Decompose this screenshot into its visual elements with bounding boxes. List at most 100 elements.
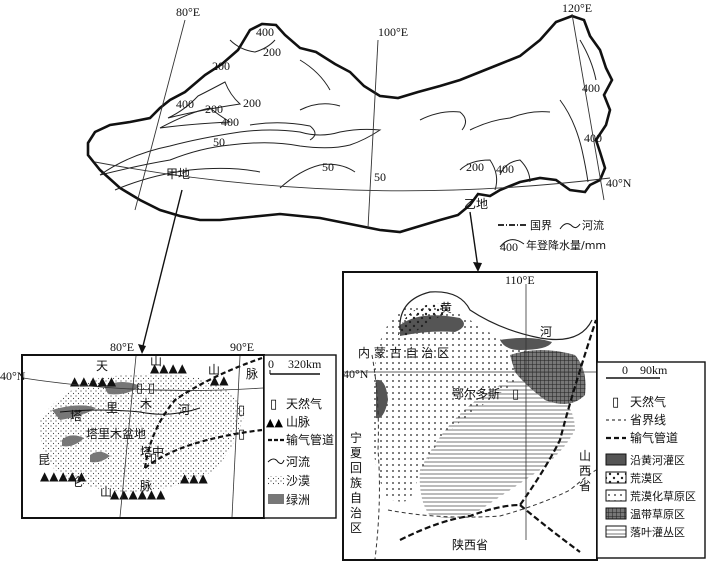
svg-text:年登降水量/mm: 年登降水量/mm [526,238,606,252]
label-100e: 100°E [378,25,408,39]
svg-text:内 蒙 古 自 治 区: 内 蒙 古 自 治 区 [358,345,449,360]
svg-text:▲▲: ▲▲ [266,416,283,429]
isohyet-lines [99,39,597,191]
svg-text:山: 山 [579,449,591,463]
svg-text:200: 200 [212,59,230,73]
svg-text:区: 区 [350,521,362,535]
gas-symbols: ▯▯ ▯▯ ▯ [136,381,245,466]
svg-text:仑: 仑 [72,475,84,489]
main-map: 80°E 100°E 120°E 40°N 400 200 200 400 20… [86,1,632,354]
svg-text:沙漠: 沙漠 [286,474,310,488]
svg-text:山脉: 山脉 [286,414,310,429]
svg-text:省: 省 [579,479,591,493]
svg-text:0: 0 [622,363,628,377]
svg-text:▯: ▯ [612,395,619,410]
main-parallel-40n [94,161,611,192]
svg-text:脉: 脉 [246,366,258,381]
svg-text:400: 400 [584,131,602,145]
svg-text:河: 河 [540,325,552,339]
svg-text:200: 200 [205,102,223,116]
inset-a-labels: 天 山 山 脉 塔 里 木 河 塔里木盆地 昆 仑 山 脉 塔中 [38,354,258,499]
inset-a-40n: 40°N [0,369,26,383]
svg-text:西: 西 [579,464,591,478]
svg-text:族: 族 [350,476,362,490]
inset-a-legend: 0 320km ▯ 天然气 ▲▲ 山脉 输气管道 河流 沙漠 绿洲 [263,354,337,519]
label-80e: 80°E [176,5,200,19]
svg-text:0: 0 [268,357,274,371]
svg-text:黄: 黄 [440,301,452,315]
inset-b-40n: 40°N [343,367,369,381]
svg-text:昆: 昆 [38,453,50,467]
inset-b-110e: 110°E [505,273,535,287]
arrow-yi [469,211,479,269]
svg-text:天然气: 天然气 [630,394,666,409]
svg-text:塔: 塔 [70,409,82,423]
inset-tarim: ▲▲▲▲▲ ▲▲▲▲ ▲▲ ▲▲▲▲▲ ▲▲▲▲▲▲ ▲▲▲ 80°E 90°E… [0,340,337,519]
svg-text:400: 400 [500,240,518,254]
svg-text:▲▲▲▲: ▲▲▲▲ [150,361,188,375]
inset-a-80e: 80°E [110,340,134,354]
svg-text:200: 200 [466,160,484,174]
svg-text:▲▲▲: ▲▲▲ [180,471,208,485]
svg-text:50: 50 [374,170,386,184]
main-meridian-100e [367,39,379,229]
svg-text:木: 木 [140,397,152,411]
svg-text:▯: ▯ [512,387,519,402]
svg-text:塔中: 塔中 [140,444,164,459]
svg-text:荒漠化草原区: 荒漠化草原区 [630,489,696,503]
svg-text:200: 200 [263,45,281,59]
svg-text:▯: ▯ [238,427,245,442]
region-steppe [419,378,575,518]
svg-text:温带草原区: 温带草原区 [630,508,685,521]
svg-text:▲▲▲▲▲: ▲▲▲▲▲ [40,469,87,483]
svg-text:回: 回 [350,461,362,475]
svg-text:国界: 国界 [530,219,552,232]
svg-text:50: 50 [213,135,225,149]
svg-text:400: 400 [496,162,514,176]
svg-text:山: 山 [100,485,112,499]
svg-text:▲▲▲▲▲▲: ▲▲▲▲▲▲ [110,487,166,501]
svg-text:50: 50 [322,160,334,174]
svg-text:宁: 宁 [350,430,362,445]
isohyet-labels: 400 200 200 400 200 200 400 50 50 50 200… [176,25,602,184]
svg-text:河: 河 [178,403,190,417]
arrow-jia [141,189,183,351]
svg-text:▯: ▯ [136,381,143,396]
main-legend: 国界 河流 400 年登降水量/mm [498,218,606,254]
svg-text:▯: ▯ [270,397,277,412]
svg-text:山: 山 [150,354,162,368]
svg-text:塔里木盆地: 塔里木盆地 [86,427,146,441]
svg-text:脉: 脉 [140,478,152,493]
svg-text:荒漠区: 荒漠区 [630,472,663,485]
main-meridian-120e [571,13,605,201]
inset-a-90e: 90°E [230,340,254,354]
svg-text:自: 自 [350,491,362,505]
region-desert-shrub [371,304,545,502]
inset-ordos: 110°E 40°N ▯ 黄 河 内 蒙 古 自 治 区 鄂尔多斯 宁 夏 回 … [342,271,706,561]
svg-text:90km: 90km [640,363,668,377]
svg-text:沿黄河灌区: 沿黄河灌区 [630,453,685,467]
national-border [86,14,614,234]
svg-text:天然气: 天然气 [286,396,322,411]
svg-text:河流: 河流 [582,218,604,232]
svg-text:400: 400 [221,115,239,129]
svg-text:▯: ▯ [148,381,155,396]
svg-text:400: 400 [582,81,600,95]
place-yi: 乙地 [464,197,488,211]
svg-text:夏: 夏 [350,446,362,460]
svg-text:绿洲: 绿洲 [286,492,310,507]
region-typical [510,350,586,404]
svg-text:输气管道: 输气管道 [630,430,678,445]
place-jia: 甲地 [166,167,190,181]
svg-text:输气管道: 输气管道 [286,432,334,447]
label-120e: 120°E [562,1,592,15]
svg-text:治: 治 [350,506,362,520]
inset-b-legend: 0 90km ▯ 天然气 省界线 输气管道 沿黄河灌区 荒漠区 荒漠化草原区 温… [596,361,706,559]
svg-text:200: 200 [243,96,261,110]
svg-text:天: 天 [96,359,108,373]
svg-text:山: 山 [208,363,220,377]
svg-text:▲▲▲▲▲: ▲▲▲▲▲ [70,374,117,388]
svg-text:▯: ▯ [150,451,157,466]
svg-text:400: 400 [256,25,274,39]
